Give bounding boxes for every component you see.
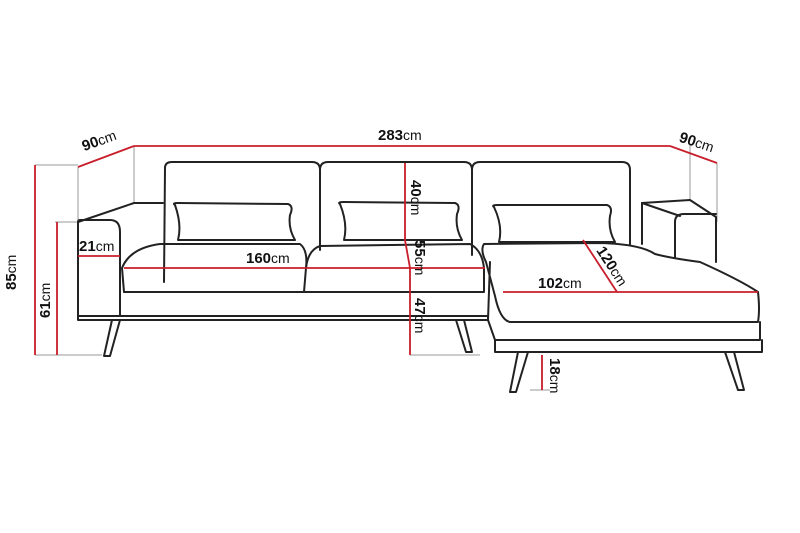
seat-depth-label: 55cm — [411, 240, 428, 276]
seat-width-label: 160cm — [246, 250, 290, 267]
seat-height-label: 47cm — [411, 298, 428, 334]
center-height-line — [404, 163, 411, 355]
leg-height-label: 18cm — [546, 358, 563, 394]
total-height-label: 85cm — [3, 254, 20, 290]
sofa-outline — [77, 161, 763, 393]
left-depth-line — [77, 145, 135, 168]
backrest-height-label: 40cm — [407, 180, 424, 216]
total-width-label: 283cm — [378, 127, 422, 144]
chaise-width-label: 102cm — [538, 275, 582, 292]
armrest-height-label: 61cm — [37, 282, 54, 318]
dimension-lines — [34, 145, 758, 390]
right-depth-line — [669, 145, 718, 164]
chaise-length-line — [582, 239, 618, 293]
armrest-width-label: 21cm — [79, 238, 115, 255]
